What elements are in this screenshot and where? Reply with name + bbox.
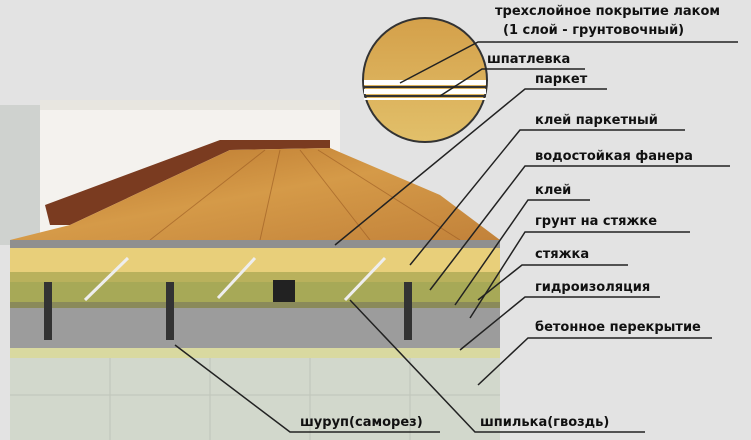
screws <box>44 282 412 340</box>
screed-layer <box>10 308 500 348</box>
waterproofing-layer <box>10 348 500 358</box>
studs <box>83 256 387 302</box>
baseboard <box>45 140 330 225</box>
label-parquet: паркет <box>535 72 588 87</box>
label-waterproofing: гидроизоляция <box>535 280 651 295</box>
plywood-layer <box>10 272 500 282</box>
leader-lines <box>174 41 738 433</box>
label-putty: шпатлевка <box>487 52 571 67</box>
label-screed: стяжка <box>535 247 590 262</box>
label-screw: шуруп(саморез) <box>300 415 423 430</box>
plywood-layer-2 <box>10 282 500 302</box>
glue-layer <box>10 302 500 308</box>
label-primer: грунт на стяжке <box>535 214 658 229</box>
lacquer-layer <box>10 240 500 248</box>
gap <box>273 280 295 302</box>
magnified-detail <box>362 17 488 143</box>
label-parquet-glue: клей паркетный <box>535 113 658 128</box>
label-lacquer: трехслойное покрытие лаком <box>495 4 721 19</box>
label-lacquer-primer: (1 слой - грунтовочный) <box>503 23 685 38</box>
label-plywood: водостойкая фанера <box>535 149 693 164</box>
label-stud: шпилька(гвоздь) <box>480 415 610 430</box>
label-glue: клей <box>535 183 572 198</box>
parquet-floor-surface <box>10 148 500 240</box>
label-concrete-slab: бетонное перекрытие <box>535 320 701 335</box>
concrete-slab <box>10 358 500 440</box>
